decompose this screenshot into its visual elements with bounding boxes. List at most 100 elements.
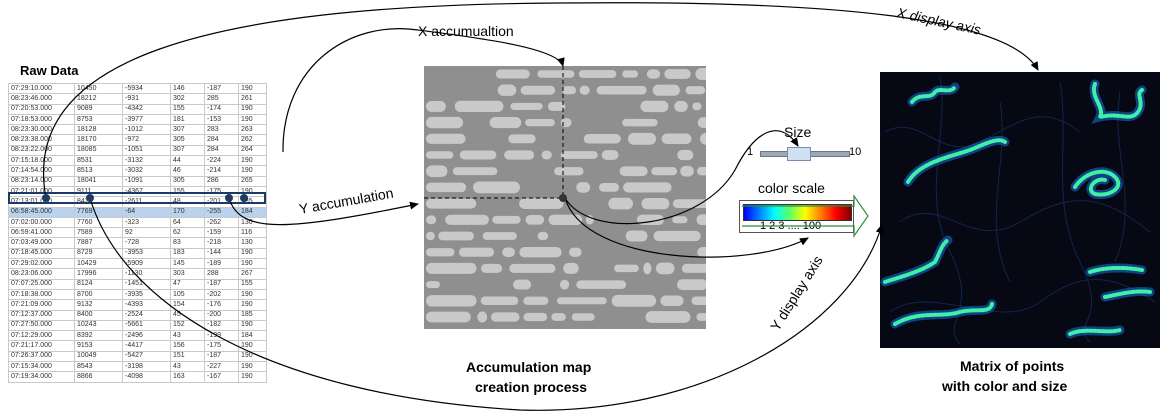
raw-data-cell: 190 [238, 113, 267, 126]
color-scale-range: 1 2 3 .... 100 [760, 220, 822, 232]
raw-data-cell: 7887 [74, 237, 123, 249]
raw-data-cell: 190 [238, 103, 267, 115]
raw-data-cell: 155 [170, 103, 205, 115]
accumulation-blob [696, 313, 706, 321]
trace-bright [893, 302, 994, 326]
accumulation-blob [562, 86, 577, 95]
raw-data-cell: 18170 [74, 134, 123, 146]
accumulation-blob [426, 100, 446, 112]
raw-data-cell: 130 [238, 216, 267, 229]
raw-data-cell: 154 [170, 299, 205, 311]
raw-data-cell: 18085 [74, 144, 123, 157]
faint-trace [899, 200, 1151, 233]
raw-data-cell: -187 [204, 350, 239, 363]
trace-bright [1073, 169, 1121, 197]
raw-data-cell: 8400 [74, 309, 123, 321]
accumulation-blob [608, 197, 633, 210]
accumulation-blob [504, 150, 535, 160]
accumulation-blob [492, 215, 521, 224]
selected-row-highlight [8, 192, 266, 204]
accumulation-blob [510, 102, 543, 110]
accumulation-blob [622, 70, 639, 78]
accumulation-blob [651, 167, 678, 176]
raw-data-cell: 185 [238, 309, 267, 321]
accumulation-caption-line2: creation process [475, 379, 588, 395]
raw-data-cell: -224 [204, 155, 239, 167]
accumulation-blob [672, 199, 706, 208]
accumulation-blob [426, 295, 477, 307]
accumulation-blob [677, 279, 706, 290]
accumulation-blob [472, 181, 521, 194]
raw-data-cell: 07:15:18.000 [8, 155, 75, 167]
raw-data-cell: 08:23:22.000 [8, 144, 75, 157]
raw-data-cell: 17996 [74, 268, 123, 280]
accumulation-blob [563, 262, 579, 274]
raw-data-cell: 105 [170, 288, 205, 301]
accumulation-blob [576, 280, 627, 289]
raw-data-cell: 07:21:09.000 [8, 299, 75, 311]
raw-data-cell: 302 [170, 93, 205, 105]
matrix-caption-line1: Matrix of points [960, 358, 1065, 374]
raw-data-cell: 190 [238, 299, 267, 311]
raw-data-cell: -5661 [122, 319, 171, 332]
raw-data-cell: -4393 [122, 299, 171, 311]
accumulation-blob [653, 230, 701, 242]
accumulation-blob [585, 215, 594, 225]
raw-data-cell: -262 [204, 216, 239, 229]
raw-data-cell: 130 [238, 237, 267, 249]
accumulation-blob [426, 165, 448, 177]
accumulation-blob [560, 118, 572, 127]
raw-data-cell: 07:12:29.000 [8, 330, 75, 342]
accumulation-blob [426, 281, 440, 289]
raw-data-cell: -174 [204, 103, 239, 115]
raw-data-cell: -2496 [122, 330, 171, 342]
raw-data-cell: 267 [238, 268, 267, 280]
accumulation-blob [559, 279, 570, 290]
raw-data-cell: -227 [204, 361, 239, 373]
raw-data-cell: -176 [204, 299, 239, 311]
accumulation-blob [641, 197, 670, 210]
raw-data-cell: 307 [170, 144, 205, 157]
raw-data-cell: -153 [204, 113, 239, 126]
accumulation-blob [556, 297, 607, 305]
raw-data-cell: 163 [170, 371, 205, 383]
raw-data-cell: 7760 [74, 216, 123, 229]
raw-data-cell: -5427 [122, 350, 171, 363]
accumulation-blob [645, 311, 691, 323]
raw-data-cell: 8124 [74, 278, 123, 290]
raw-data-cell: 06:58:45.000 [8, 206, 75, 218]
accumulation-blob [672, 216, 688, 224]
raw-data-cell: 9132 [74, 299, 123, 311]
accumulation-blob [426, 231, 435, 241]
raw-data-cell: 265 [238, 175, 267, 187]
accumulation-blob [541, 150, 552, 160]
raw-data-cell: 264 [238, 144, 267, 157]
accumulation-blob [646, 69, 661, 79]
raw-data-cell: -4098 [122, 371, 171, 383]
raw-data-cell: 62 [170, 227, 205, 239]
raw-data-cell: 190 [238, 155, 267, 167]
raw-data-cell: 47 [170, 278, 205, 290]
raw-data-cell: -218 [204, 237, 239, 249]
raw-data-cell: -2524 [122, 309, 171, 321]
raw-data-cell: 9153 [74, 340, 123, 352]
faint-trace [1059, 81, 1092, 343]
raw-data-cell: -1012 [122, 124, 171, 136]
raw-data-cell: 07:29:02.000 [8, 258, 75, 270]
raw-data-cell: 190 [238, 165, 267, 177]
y-display-axis-label: Y display axis [767, 253, 826, 334]
color-scale-box: 1 2 3 .... 100 [739, 200, 854, 233]
raw-data-cell: 155 [238, 278, 267, 290]
size-slider-handle [787, 147, 811, 161]
